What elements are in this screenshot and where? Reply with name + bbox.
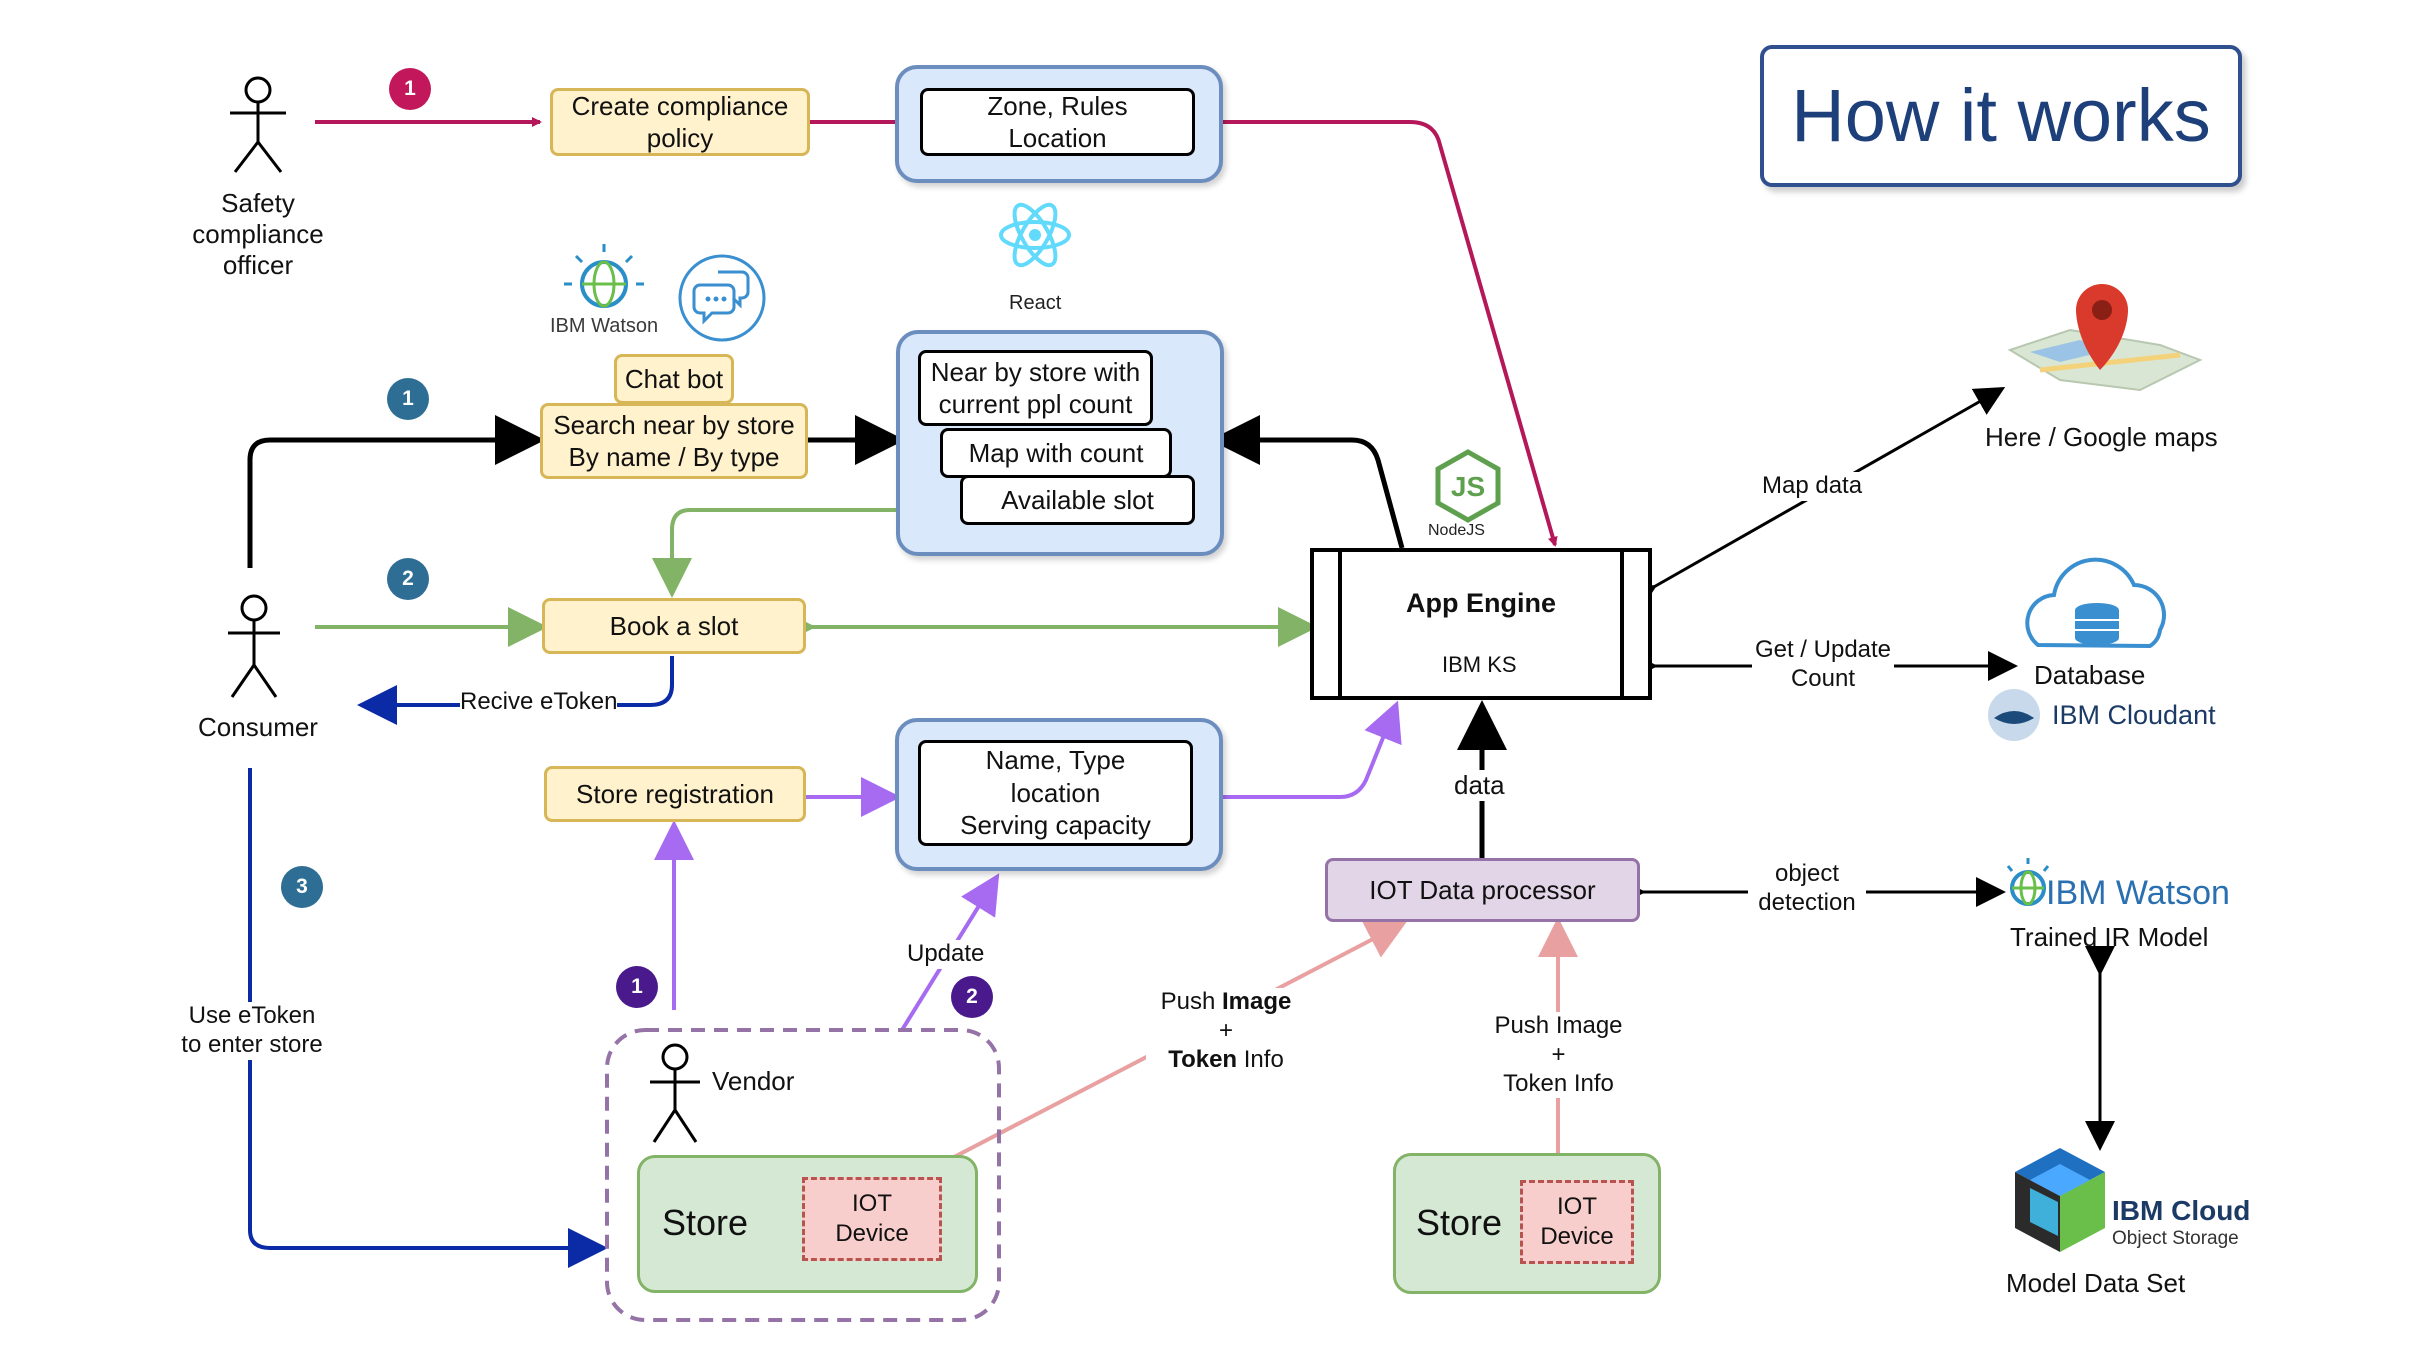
cloudant-icon <box>1988 689 2040 741</box>
map-with-count-card[interactable]: Map with count <box>940 428 1172 478</box>
available-slot-label: Available slot <box>1001 484 1154 515</box>
name-type-label: Name, Type location Serving capacity <box>960 745 1151 841</box>
nodejs-icon: JS <box>1435 449 1501 523</box>
second-iot-device-box[interactable]: IOT Device <box>1520 1180 1634 1264</box>
safety-officer-label: Safety compliance officer <box>192 188 324 281</box>
vendor-store-label: Store <box>662 1202 749 1243</box>
create-compliance-policy-label: Create compliance policy <box>571 90 789 154</box>
push-image-1-info: Info <box>1237 1045 1284 1073</box>
name-type-box[interactable]: Name, Type location Serving capacity <box>918 740 1193 846</box>
book-slot-box[interactable]: Book a slot <box>542 598 806 654</box>
ibm-watson-small-logo: IBM Watson <box>550 315 659 337</box>
zone-rules-box[interactable]: Zone, Rules Location <box>920 88 1195 156</box>
use-etoken-edge-label: Use eToken to enter store <box>172 1002 332 1060</box>
map-icon <box>2007 284 2203 392</box>
step-badge-officer-1: 1 <box>389 68 431 110</box>
app-engine-title: App Engine <box>1406 588 1556 618</box>
step-badge-consumer-2: 2 <box>387 558 429 600</box>
data-edge-label: data <box>1454 770 1505 802</box>
iot-data-processor-label: IOT Data processor <box>1369 874 1596 905</box>
push-image-1-token: Token <box>1168 1045 1238 1073</box>
vendor-iot-device-box[interactable]: IOT Device <box>802 1177 942 1261</box>
edge-zone-to-appengine <box>1215 120 1558 547</box>
chat-bot-label: Chat bot <box>624 363 724 394</box>
second-store-label: Store <box>1416 1202 1503 1243</box>
svg-text:JS: JS <box>1451 471 1485 502</box>
ibm-cloud-storage-icon <box>2015 1148 2105 1252</box>
ibm-cloudant-logo: IBM Cloudant <box>2052 700 2216 730</box>
available-slot-card[interactable]: Available slot <box>960 475 1195 525</box>
receive-etoken-label: Recive eToken <box>460 688 618 717</box>
map-data-edge-label: Map data <box>1762 472 1863 501</box>
object-detection-edge-label: object detection <box>1748 860 1866 918</box>
zone-rules-label: Zone, Rules Location <box>987 90 1128 154</box>
step-badge-vendor-1: 1 <box>616 966 658 1008</box>
push-image-2-edge-label: Push Image + Token Info <box>1476 1012 1641 1099</box>
model-data-set-label: Model Data Set <box>2006 1268 2186 1298</box>
ibm-watson-logo: IBM Watson <box>2046 874 2230 912</box>
maps-label: Here / Google maps <box>1985 422 2218 452</box>
step-badge-vendor-2: 2 <box>951 976 993 1018</box>
react-logo-label: React <box>1009 292 1062 314</box>
search-store-label: Search near by store By name / By type <box>553 409 795 473</box>
edge-slot-to-book <box>652 508 958 598</box>
search-store-box[interactable]: Search near by store By name / By type <box>540 403 808 479</box>
push-image-1-push: Push <box>1160 988 1222 1015</box>
react-icon <box>999 202 1071 268</box>
step-badge-consumer-1: 1 <box>387 378 429 420</box>
second-iot-device-label: IOT Device <box>1540 1193 1614 1250</box>
edge-book-to-consumer <box>357 656 674 725</box>
database-icon <box>2025 557 2166 649</box>
push-image-1-image: Image <box>1222 988 1292 1015</box>
book-slot-label: Book a slot <box>609 610 739 641</box>
edge-consumer-to-search <box>247 415 545 568</box>
object-storage-logo: Object Storage <box>2112 1228 2239 1249</box>
app-engine-right-bar <box>1620 552 1648 696</box>
nodejs-logo-label: NodeJS <box>1428 522 1485 539</box>
push-image-1-plus: + <box>1218 1016 1233 1044</box>
map-with-count-label: Map with count <box>968 437 1144 468</box>
consumer-figure <box>228 594 280 698</box>
push-image-1-edge-label: Push Image + Token Info <box>1146 988 1306 1075</box>
near-by-store-card[interactable]: Near by store with current ppl count <box>918 350 1153 426</box>
edge-nametype-to-appengine <box>1215 700 1402 799</box>
consumer-label: Consumer <box>198 712 318 742</box>
step-badge-consumer-3: 3 <box>281 866 323 908</box>
vendor-iot-device-label: IOT Device <box>835 1190 909 1247</box>
iot-data-processor-box[interactable]: IOT Data processor <box>1325 858 1640 922</box>
watson-globe-icon-small <box>564 244 644 308</box>
officer-figure <box>230 76 286 173</box>
edge-appengine-to-near <box>1210 415 1405 549</box>
ibm-cloud-logo: IBM Cloud <box>2112 1195 2251 1226</box>
database-label: Database <box>2034 660 2146 690</box>
vendor-label: Vendor <box>712 1066 795 1096</box>
update-edge-label: Update <box>907 940 985 969</box>
ibm-ks-label: IBM KS <box>1442 652 1517 677</box>
watson-globe-icon <box>2006 858 2050 906</box>
app-engine-box[interactable]: App Engine IBM KS <box>1310 548 1652 700</box>
chatbot-icon <box>678 254 766 342</box>
vendor-figure <box>650 1043 700 1143</box>
edge-consumer-to-store <box>248 768 608 1268</box>
near-by-store-label: Near by store with current ppl count <box>930 356 1141 420</box>
create-compliance-policy-box[interactable]: Create compliance policy <box>550 88 810 156</box>
trained-ir-model-label: Trained IR Model <box>2010 922 2209 952</box>
store-registration-box[interactable]: Store registration <box>544 766 806 822</box>
title-box: How it works <box>1760 45 2242 187</box>
get-update-count-edge-label: Get / Update Count <box>1752 636 1894 694</box>
store-registration-label: Store registration <box>576 778 774 809</box>
vendor-container <box>605 1028 1001 1322</box>
page-title: How it works <box>1791 73 2211 157</box>
app-engine-left-bar <box>1314 552 1342 696</box>
chat-bot-box[interactable]: Chat bot <box>614 354 734 404</box>
